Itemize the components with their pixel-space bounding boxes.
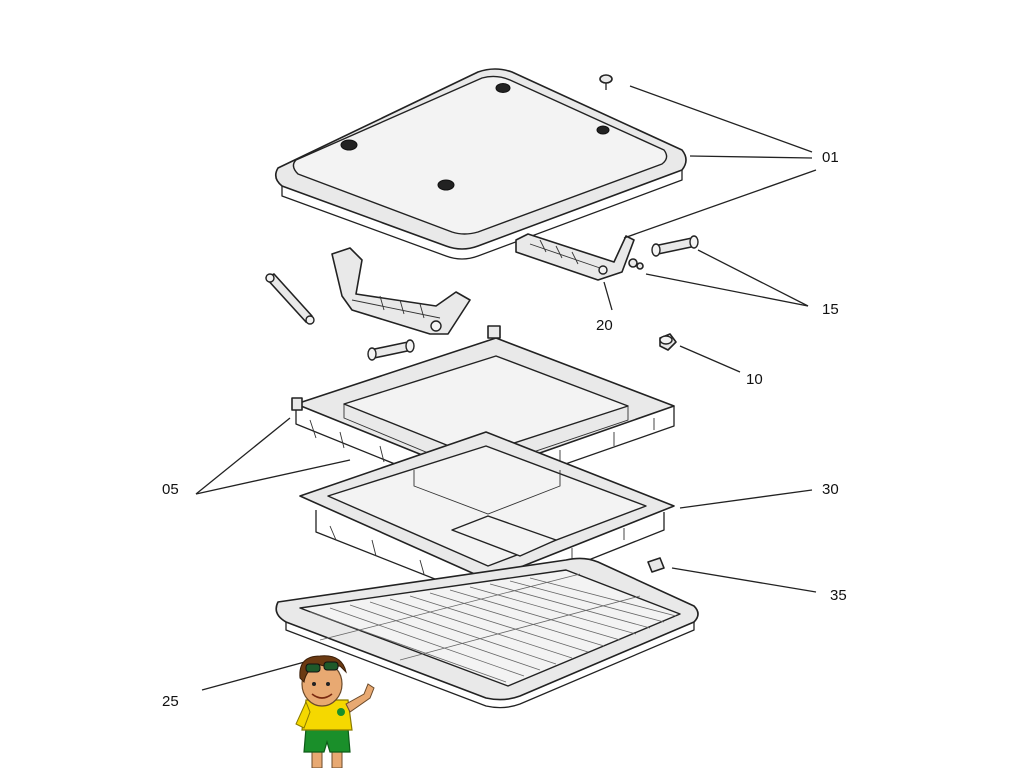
callout-labels: 01 15 20 10 05 30 35 25 bbox=[162, 149, 847, 710]
label-30: 30 bbox=[822, 481, 839, 498]
label-20: 20 bbox=[596, 317, 613, 334]
label-05: 05 bbox=[162, 481, 179, 498]
label-10: 10 bbox=[746, 371, 763, 388]
part-30-inner-frame bbox=[299, 431, 675, 601]
mascot-icon bbox=[295, 655, 375, 768]
part-35-clip bbox=[647, 557, 665, 573]
label-35: 35 bbox=[830, 587, 847, 604]
label-01: 01 bbox=[822, 149, 839, 166]
screen-mesh bbox=[309, 573, 677, 683]
part-01-lid bbox=[274, 68, 687, 260]
part-10-knob bbox=[659, 333, 677, 351]
part-25-screen bbox=[275, 557, 699, 709]
part-20-hinge-left bbox=[331, 247, 471, 335]
label-25: 25 bbox=[162, 693, 179, 710]
label-15: 15 bbox=[822, 301, 839, 318]
part-15-springs bbox=[265, 235, 699, 361]
leader-lines bbox=[195, 85, 817, 691]
part-05-upper-frame bbox=[291, 325, 675, 497]
part-20-hinge-right bbox=[515, 233, 635, 281]
